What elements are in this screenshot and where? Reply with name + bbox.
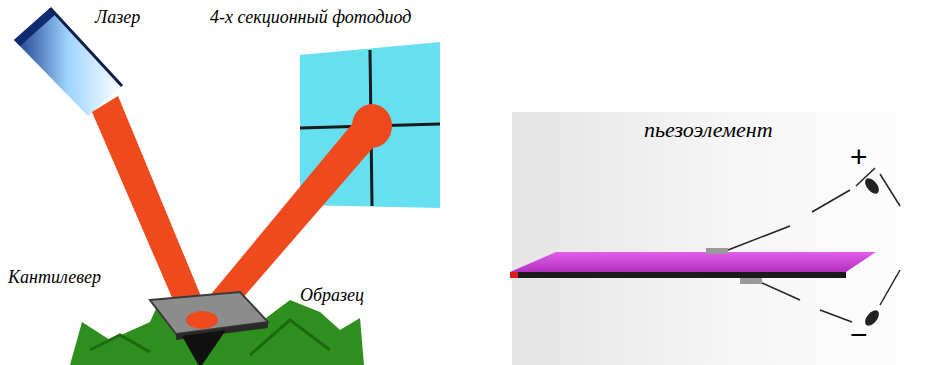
part-label: 4-х секционный фотодиод	[210, 8, 411, 28]
part-label: пьезоэлемент	[644, 118, 773, 142]
part-label: Образец	[300, 286, 364, 306]
part-label: Лазер	[95, 8, 140, 28]
polarity-sign: −	[850, 318, 868, 351]
part-label: Кантилевер	[8, 268, 101, 288]
polarity-sign: +	[850, 140, 868, 173]
